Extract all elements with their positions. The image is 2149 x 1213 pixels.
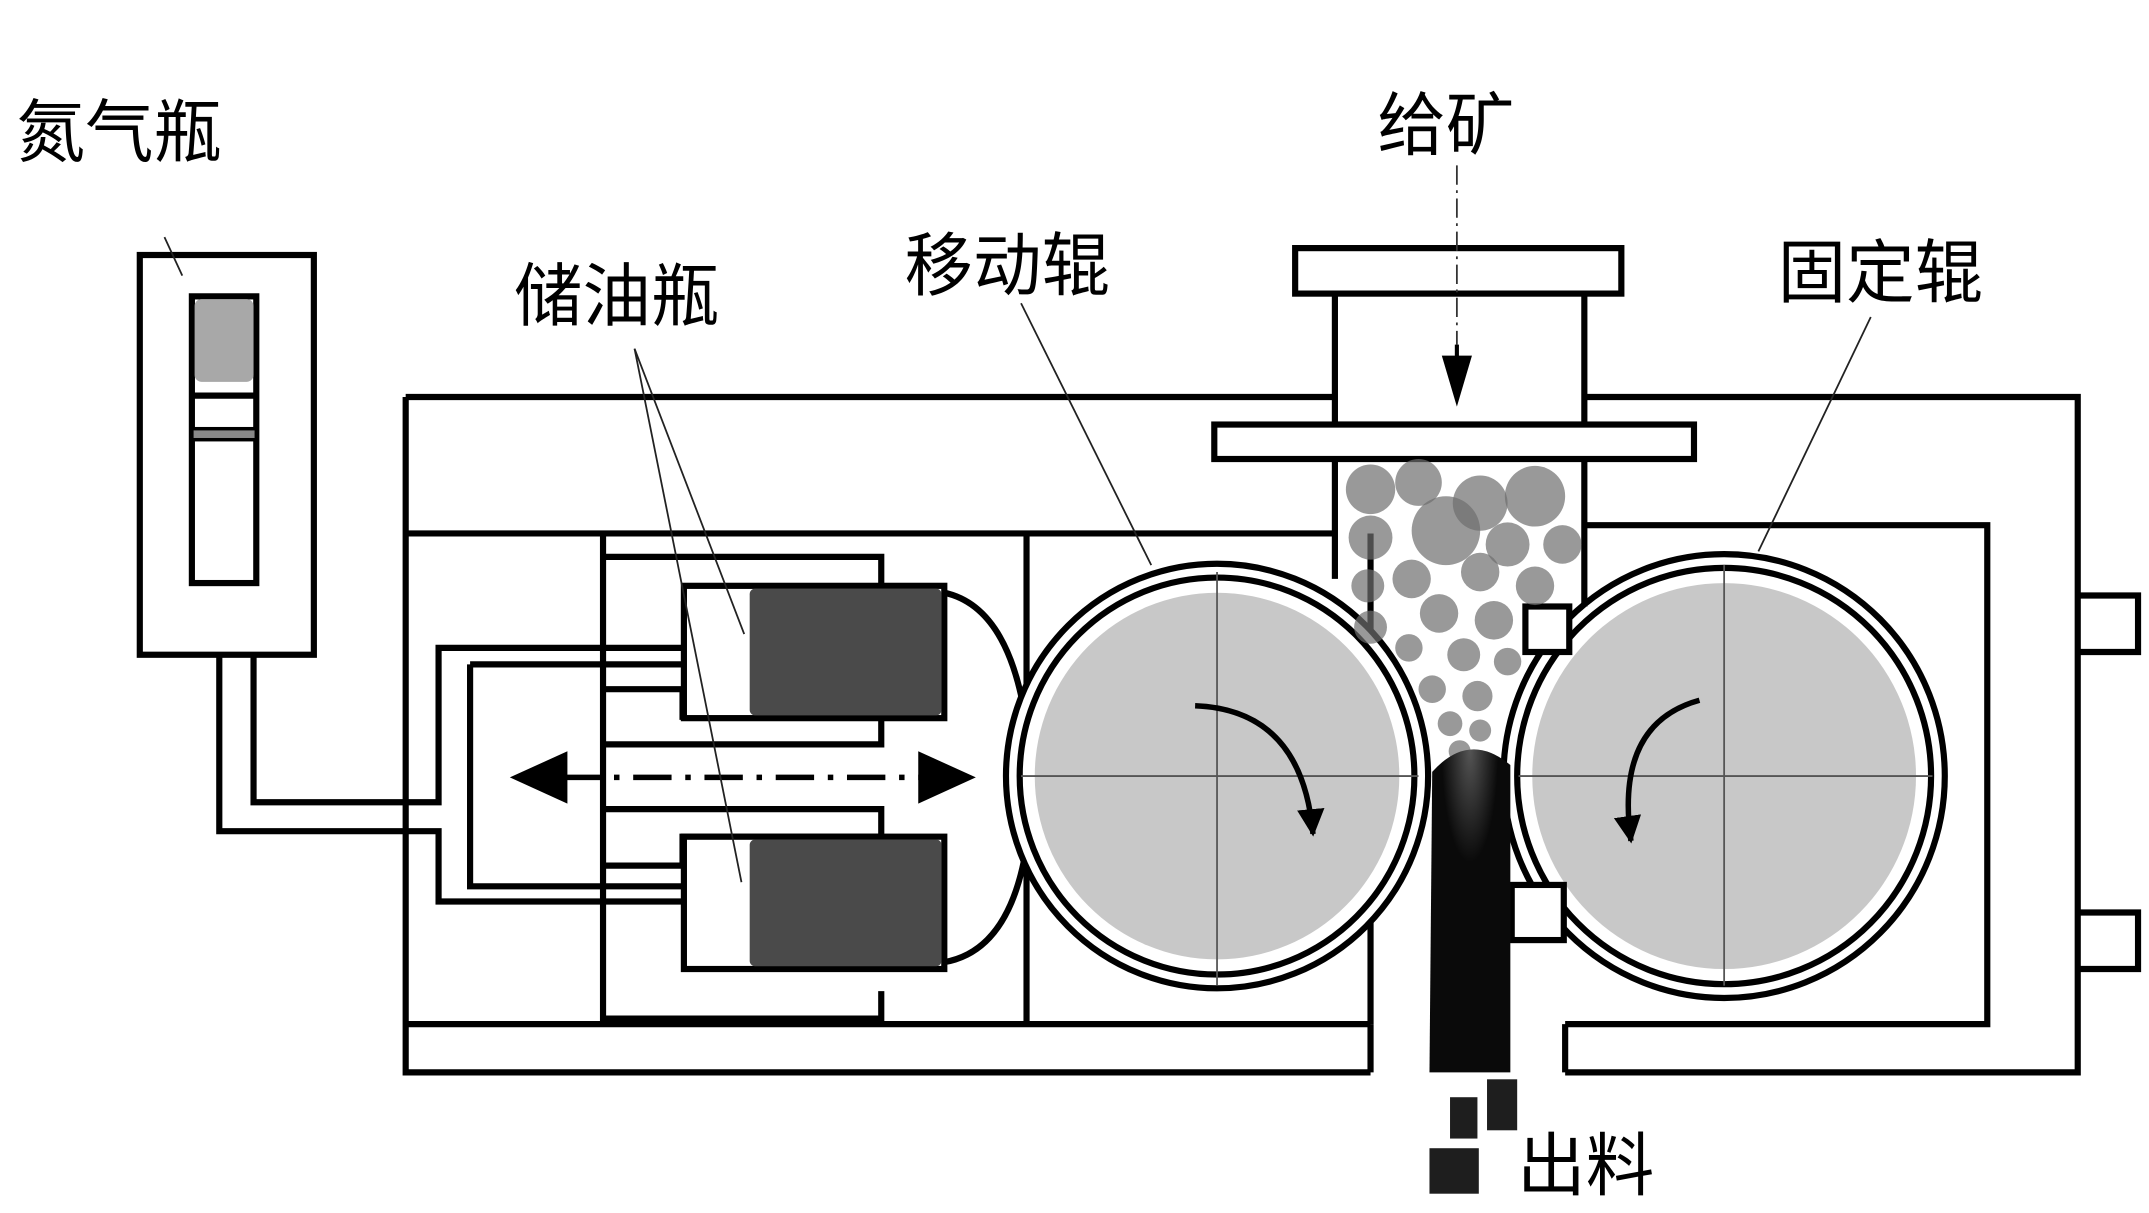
label-nitrogen-bottle: 氮气瓶 bbox=[16, 93, 222, 173]
leader-line-oil-lower bbox=[633, 348, 743, 883]
machine-frame bbox=[402, 393, 2142, 1076]
leader-line-nitrogen bbox=[163, 236, 184, 277]
fixed-roller bbox=[1500, 551, 1948, 1002]
label-discharge: 出料 bbox=[1517, 1126, 1654, 1206]
compressed-product bbox=[1429, 749, 1518, 1194]
arrow-right-icon bbox=[918, 751, 976, 804]
label-moving-roller: 移动辊 bbox=[905, 226, 1111, 306]
arrow-left-icon bbox=[509, 751, 568, 804]
nitrogen-bottle bbox=[136, 236, 317, 658]
feed-arrow-icon bbox=[1441, 355, 1472, 407]
nitrogen-gas-chamber bbox=[194, 299, 254, 382]
label-feed: 给矿 bbox=[1377, 86, 1514, 166]
label-fixed-roller: 固定辊 bbox=[1778, 233, 1984, 313]
hydraulic-cylinders bbox=[603, 553, 1029, 1022]
ore-particles bbox=[1345, 459, 1582, 763]
label-oil-bottle: 储油瓶 bbox=[514, 257, 720, 337]
rotation-arrow-icon bbox=[1195, 702, 1325, 837]
feed-hopper bbox=[1211, 165, 1698, 607]
leader-line-fixed-roller bbox=[1757, 316, 1872, 552]
oil-accumulator-upper bbox=[749, 588, 942, 716]
oil-accumulator-lower bbox=[749, 839, 942, 967]
nitrogen-pipe bbox=[216, 644, 750, 905]
leader-line-moving-roller bbox=[1020, 302, 1153, 566]
leader-line-oil-upper bbox=[633, 348, 746, 635]
moving-roller bbox=[1002, 560, 1432, 992]
rotation-arrow-icon bbox=[1613, 697, 1701, 844]
moving-direction-arrow bbox=[509, 751, 976, 804]
